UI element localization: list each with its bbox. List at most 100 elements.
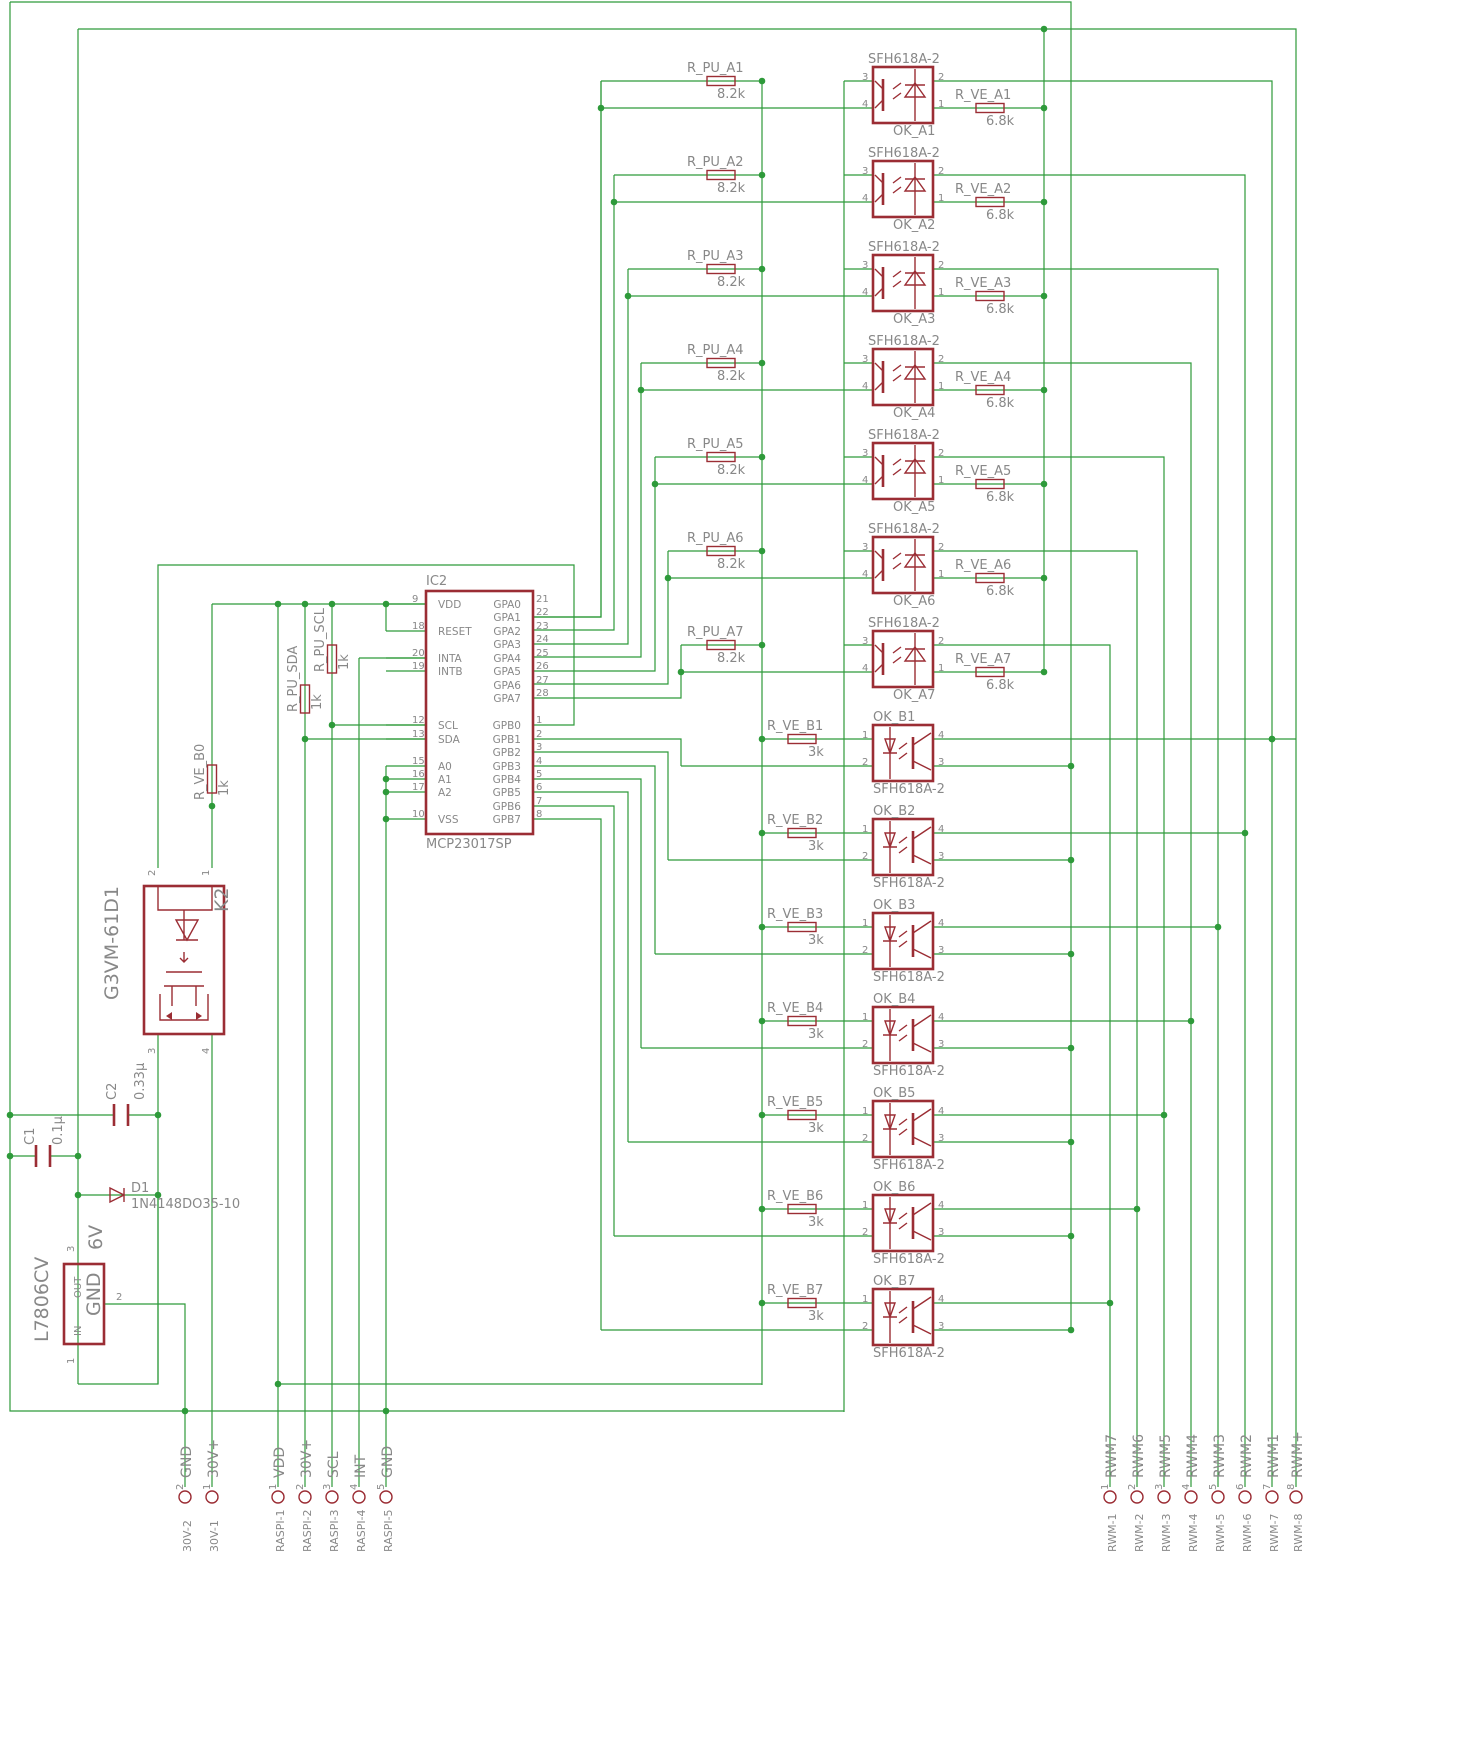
junction [758,1205,766,1213]
connector-num: 2 [1127,1484,1138,1490]
pin-num: 4 [938,824,944,835]
ic-pin-label: GPA1 [493,612,521,624]
ic-pin-num: 23 [536,621,549,632]
ic-pin-num: 9 [412,594,418,605]
pin-num: 1 [862,1106,868,1117]
junction [1187,1017,1195,1025]
pin-num: 1 [862,730,868,741]
ve-name: R_VE_A7 [955,652,1011,667]
b-ve-value: 3k [808,933,824,948]
pin-num: 3 [938,851,944,862]
rail-vplus-top [78,28,1297,1487]
junction [1067,762,1075,770]
pin-num: 1 [862,918,868,929]
connector-label: RWM6 [1131,1434,1147,1478]
ic-pin-label: GPA5 [493,666,521,678]
pin-num: 3 [862,636,868,647]
ic-pin-num: 22 [536,607,549,618]
pin-num: 3 [938,1039,944,1050]
b-opto-part: SFH618A-2 [873,1252,945,1267]
ic-pin-label: GPA6 [493,680,521,692]
junction [758,359,766,367]
junction [758,1299,766,1307]
ic-pin-label: GPB3 [493,761,521,773]
junction [1241,829,1249,837]
connector-pin: RASPI-3 [328,1509,341,1552]
wires [9,1,1297,1487]
c1-name: C1 [23,1128,38,1145]
b-opto-name: OK_B1 [873,710,915,725]
connector-pad [1265,1490,1279,1504]
optocoupler-a [871,159,935,219]
pin-num: 1 [938,475,944,486]
junction [382,788,390,796]
junction [1040,386,1048,394]
pin-num: 2 [862,1227,868,1238]
pin-num: 1 [938,663,944,674]
ic-pin-label: GPB2 [493,747,521,759]
b-ve-name: R_VE_B7 [767,1283,823,1298]
junction [758,923,766,931]
ve-resistor [975,384,1005,396]
junction [181,1407,189,1415]
d1-part: 1N4148DO35-10 [131,1197,240,1212]
gpa-route [533,551,669,685]
ic-pin-label: RESET [438,626,472,638]
connector-pin: RASPI-4 [355,1509,368,1552]
pullup-value: 8.2k [717,651,746,666]
pin-num: 3 [862,72,868,83]
ve-name: R_VE_A4 [955,370,1011,385]
ic-pin-label: GPB6 [493,801,522,813]
pin-num: 4 [862,287,868,298]
optocoupler-a [871,441,935,501]
pullup-value: 8.2k [717,87,746,102]
connector-pin: RWM-7 [1268,1513,1281,1552]
gpb-route [533,805,615,1236]
ic-pin-num: 26 [536,661,549,672]
cap-c2 [112,1104,130,1126]
junction [154,1111,162,1119]
junction [1040,292,1048,300]
pin-num: 4 [938,1200,944,1211]
gpb-route [533,818,602,1330]
ic-pin-num: 21 [536,594,549,605]
c2-val: 0.33µ [133,1063,148,1100]
ve-name: R_VE_A1 [955,88,1011,103]
connector-pad [271,1490,285,1504]
b-ve-resistor [787,1015,817,1027]
junction [1040,25,1048,33]
ve-name: R_VE_A2 [955,182,1011,197]
c2-name: C2 [105,1083,120,1100]
junction [328,721,336,729]
reg-gnd: GND [83,1272,105,1316]
b-opto-name: OK_B2 [873,804,915,819]
junction [1067,1326,1075,1334]
junction [758,735,766,743]
relay-pin: 2 [147,870,158,876]
opto-part: SFH618A-2 [868,522,940,537]
relay-resistor [206,764,218,794]
opto-name: OK_A1 [893,124,935,139]
pin-num: 1 [862,1294,868,1305]
ic-pin-num: 5 [536,769,542,780]
gpa-route [533,81,602,618]
optocoupler-b [871,723,935,783]
gnd-left-rail [9,2,844,1412]
pullup-resistor [706,169,736,181]
gpb-route [533,791,629,1142]
connector-num: 1 [268,1484,279,1490]
connector-num: 2 [295,1484,306,1490]
ic-pin-label: GPB0 [493,720,521,732]
connector-label: RWM7 [1104,1434,1120,1478]
connector-pin: RWM-3 [1160,1513,1173,1552]
b-opto-part: SFH618A-2 [873,782,945,797]
opto-part: SFH618A-2 [868,240,940,255]
ic-pin-num: 16 [412,769,425,780]
ve-resistor [975,572,1005,584]
connector-num: 8 [1286,1484,1297,1490]
gpa-route [533,645,682,699]
connector-pin: RASPI-5 [382,1509,395,1552]
pin-num: 2 [938,542,944,553]
connector-pin: RWM-5 [1214,1513,1227,1552]
pullup-sda-val: 1k [310,694,325,710]
